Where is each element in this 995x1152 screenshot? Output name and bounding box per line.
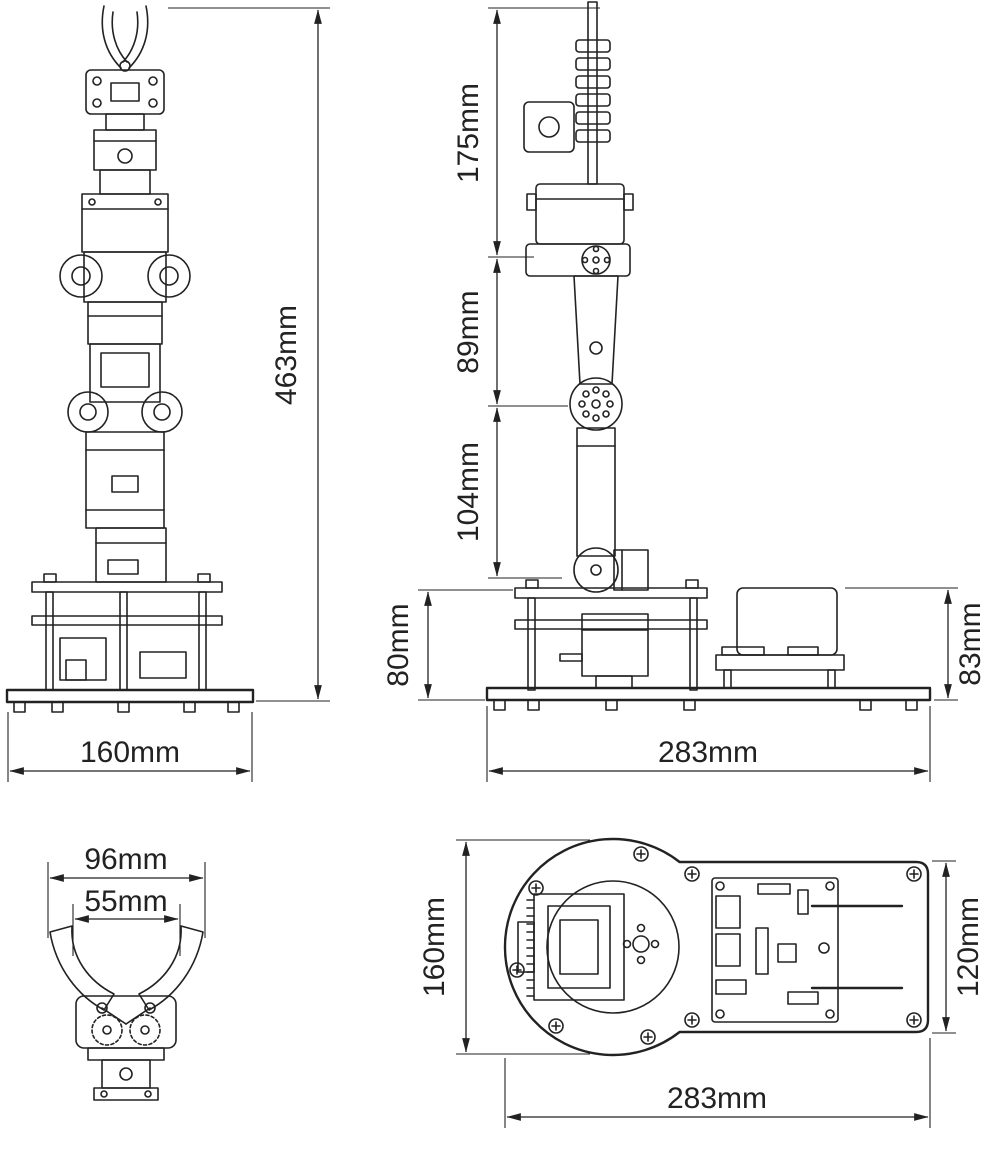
dimension-side-base-width: 283mm bbox=[486, 706, 931, 782]
top-plate-depth-label: 120mm bbox=[952, 897, 985, 997]
side-forearm-label: 104mm bbox=[452, 442, 485, 542]
plate-screw bbox=[640, 1029, 656, 1045]
front-gripper bbox=[85, 5, 165, 115]
dimension-top-plate-depth: 120mm bbox=[932, 860, 985, 1034]
front-view-drawing bbox=[5, 5, 255, 713]
side-controller-module bbox=[715, 587, 845, 689]
front-base-platform bbox=[5, 573, 255, 713]
gripper-outer-width-label: 96mm bbox=[84, 843, 167, 876]
side-controller-height-label: 83mm bbox=[954, 602, 987, 685]
side-arm bbox=[525, 183, 649, 593]
gripper-opening-width-label: 55mm bbox=[84, 885, 167, 918]
top-circle-diameter-label: 160mm bbox=[418, 897, 451, 997]
plate-screw bbox=[528, 880, 544, 896]
dimension-side-base-height: 80mm bbox=[382, 589, 513, 701]
plate-screw bbox=[548, 1018, 564, 1034]
plate-screw bbox=[906, 866, 922, 882]
dimension-side-controller-height: 83mm bbox=[845, 587, 987, 701]
dimension-side-upper-arm: 89mm bbox=[452, 258, 568, 407]
top-view-drawing bbox=[503, 837, 930, 1057]
dimension-gripper-opening-width: 55mm bbox=[72, 885, 181, 956]
front-arm bbox=[59, 113, 191, 583]
gripper-detail-drawing bbox=[49, 925, 204, 1101]
dimension-front-height: 463mm bbox=[168, 7, 330, 702]
side-gripper-section-label: 175mm bbox=[452, 83, 485, 183]
plate-screw bbox=[509, 962, 525, 978]
dimension-top-plate-width: 283mm bbox=[504, 1038, 931, 1128]
plate-screw bbox=[633, 846, 649, 862]
front-base-width-label: 160mm bbox=[80, 736, 180, 769]
top-bearing-circle bbox=[546, 880, 680, 1014]
top-servo bbox=[517, 893, 660, 1001]
top-control-board bbox=[711, 877, 839, 1023]
top-plate-width-label: 283mm bbox=[667, 1082, 767, 1115]
dimension-front-base-width: 160mm bbox=[7, 712, 253, 782]
dimension-top-circle-diameter: 160mm bbox=[418, 839, 590, 1055]
dimension-gripper-outer-width: 96mm bbox=[47, 843, 206, 938]
side-view-drawing bbox=[485, 1, 932, 711]
top-base-plate bbox=[503, 837, 930, 1057]
side-gripper-rail bbox=[523, 1, 611, 185]
plate-screw bbox=[684, 866, 700, 882]
dimension-side-forearm: 104mm bbox=[452, 407, 562, 579]
top-guide-rods bbox=[810, 904, 904, 990]
side-base-platform bbox=[485, 579, 932, 711]
dimension-side-gripper-section: 175mm bbox=[452, 7, 600, 258]
front-height-label: 463mm bbox=[270, 305, 303, 405]
plate-screw bbox=[684, 1012, 700, 1028]
side-base-height-label: 80mm bbox=[382, 603, 415, 686]
plate-screw bbox=[906, 1012, 922, 1028]
side-base-width-label: 283mm bbox=[658, 736, 758, 769]
side-upper-arm-label: 89mm bbox=[452, 290, 485, 373]
